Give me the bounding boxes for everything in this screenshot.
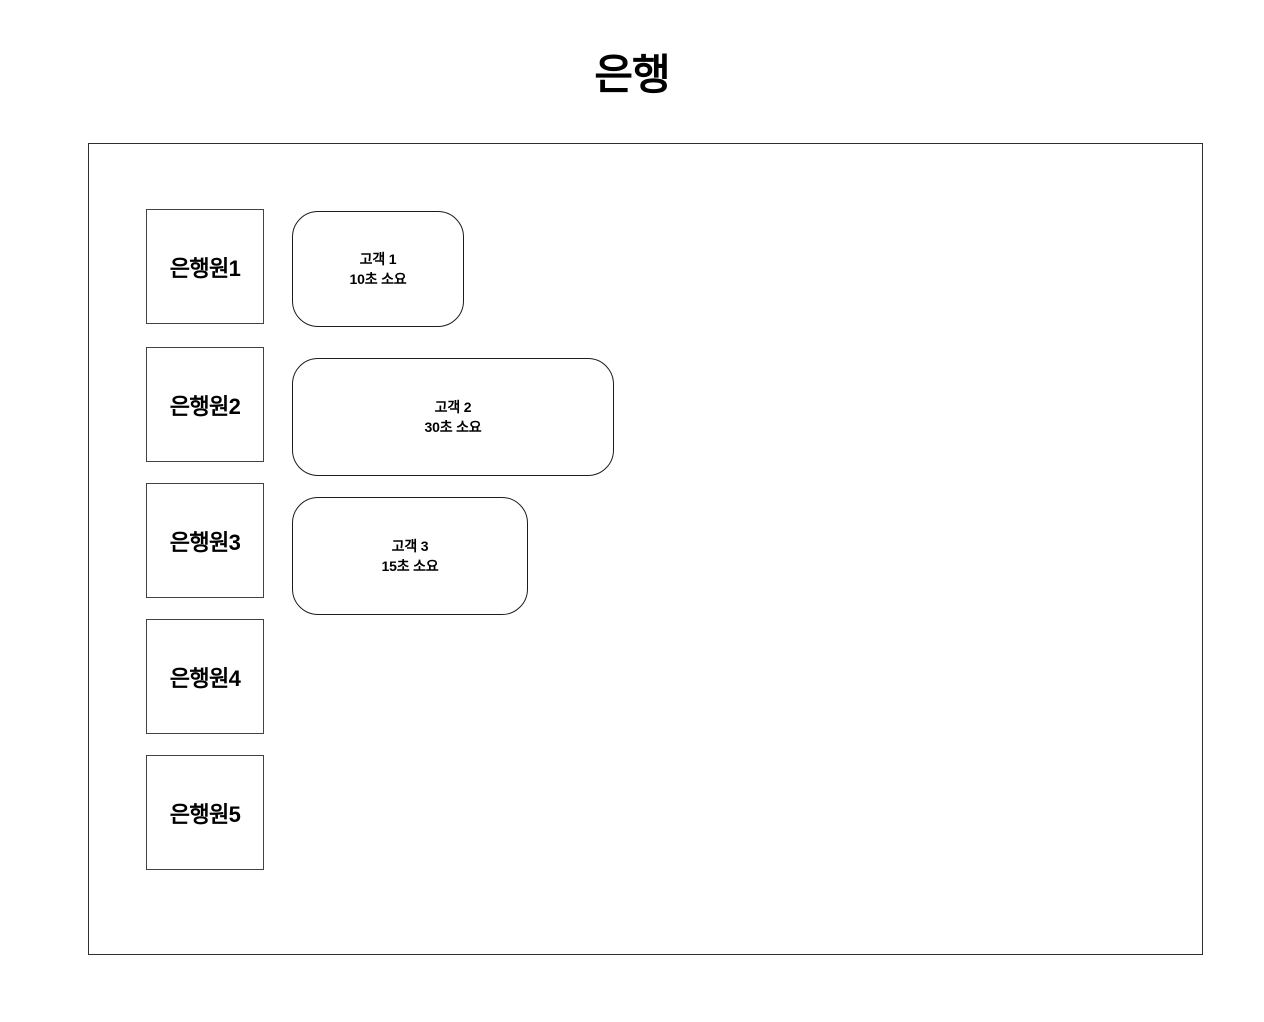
customer-name: 고객 3 <box>391 537 429 554</box>
teller-label: 은행원5 <box>169 801 241 827</box>
teller-row: 은행원3 고객 3 15초 소요 <box>89 483 1202 615</box>
customer-card-1[interactable]: 고객 1 10초 소요 <box>292 211 464 327</box>
teller-row: 은행원5 <box>89 755 1202 871</box>
teller-box-5[interactable]: 은행원5 <box>146 755 264 870</box>
teller-row: 은행원4 <box>89 619 1202 735</box>
customer-duration: 10초 소요 <box>349 271 407 287</box>
bank-simulation-frame: 은행원1 고객 1 10초 소요 은행원2 고객 2 30초 소요 은행원3 고… <box>88 143 1203 955</box>
customer-name: 고객 1 <box>359 250 397 267</box>
page-title: 은행 <box>594 51 670 98</box>
customer-card-2[interactable]: 고객 2 30초 소요 <box>292 358 614 476</box>
teller-box-2[interactable]: 은행원2 <box>146 347 264 462</box>
teller-row: 은행원2 고객 2 30초 소요 <box>89 347 1202 476</box>
teller-label: 은행원1 <box>169 255 241 281</box>
teller-row: 은행원1 고객 1 10초 소요 <box>89 209 1202 327</box>
customer-card-3[interactable]: 고객 3 15초 소요 <box>292 497 528 615</box>
customer-name: 고객 2 <box>434 398 472 415</box>
teller-label: 은행원3 <box>169 529 241 555</box>
customer-duration: 15초 소요 <box>381 558 439 574</box>
teller-box-3[interactable]: 은행원3 <box>146 483 264 598</box>
teller-box-4[interactable]: 은행원4 <box>146 619 264 734</box>
teller-label: 은행원4 <box>169 665 241 691</box>
teller-box-1[interactable]: 은행원1 <box>146 209 264 324</box>
customer-duration: 30초 소요 <box>424 419 482 435</box>
teller-label: 은행원2 <box>169 393 241 419</box>
